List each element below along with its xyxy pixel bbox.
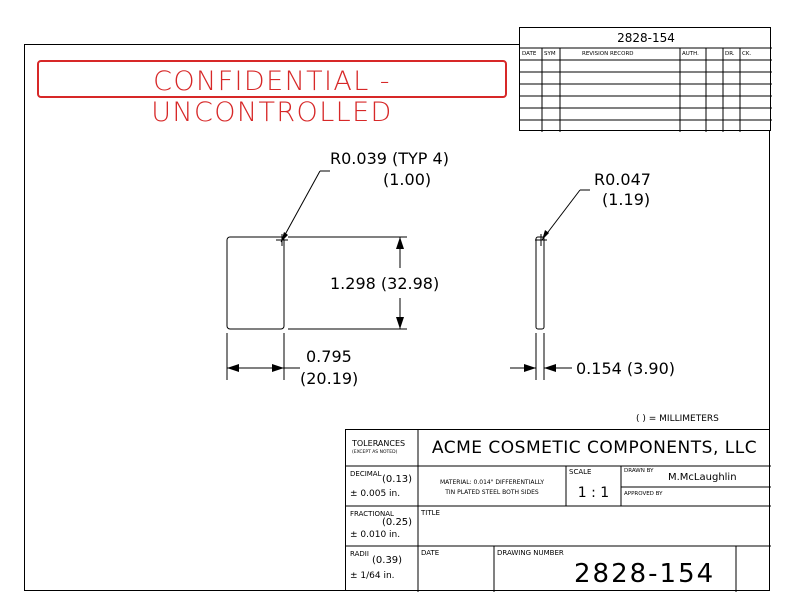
decimal-label: DECIMAL xyxy=(350,470,382,478)
drawing-number-label: DRAWING NUMBER xyxy=(497,549,564,557)
fractional-label: FRACTIONAL xyxy=(350,510,394,518)
edge-radius-mm-label: (1.19) xyxy=(602,190,651,209)
drawn-by-label: DRAWN BY xyxy=(624,468,654,474)
title-label: TITLE xyxy=(421,509,440,517)
company-name: ACME COSMETIC COMPONENTS, LLC xyxy=(431,438,758,458)
revision-header-sym: SYM xyxy=(544,51,556,57)
approved-by-label: APPROVED BY xyxy=(624,491,663,497)
tolerances-sub-label: (EXCEPT AS NOTED) xyxy=(352,450,398,455)
revision-header-date: DATE xyxy=(522,51,537,57)
date-label: DATE xyxy=(421,549,440,557)
side-view-outline xyxy=(535,236,545,330)
radii-in: ± 1/64 in. xyxy=(350,571,395,581)
corner-radius-label: R0.039 (TYP 4) xyxy=(330,149,449,168)
corner-radius-leader xyxy=(280,170,321,243)
edge-radius-leader xyxy=(541,189,581,241)
fractional-mm: (0.25) xyxy=(382,517,413,528)
width-dimension-label: 0.795 xyxy=(306,347,352,366)
revision-header-record: REVISION RECORD xyxy=(582,51,634,57)
drawing-number-value: 2828-154 xyxy=(574,559,716,589)
decimal-mm: (0.13) xyxy=(382,474,413,485)
material-line-1: MATERIAL: 0.014" DIFFERENTIALLY xyxy=(439,479,545,486)
radii-label: RADII xyxy=(350,550,369,558)
revision-record-block: 2828-154 DATE SYM REVISION RECORD AUTH. … xyxy=(519,27,772,132)
material-line-2: TIN PLATED STEEL BOTH SIDES xyxy=(445,489,539,496)
revision-header-ck: CK. xyxy=(742,51,752,57)
revision-header-auth: AUTH. xyxy=(682,51,699,57)
units-note: ( ) = MILLIMETERS xyxy=(636,414,719,424)
drawn-by-value: M.McLaughlin xyxy=(668,472,737,483)
thickness-dimension-label: 0.154 (3.90) xyxy=(576,359,675,378)
confidential-banner-text: CONFIDENTIAL - UNCONTROLLED xyxy=(151,66,393,128)
width-dimension-mm-label: (20.19) xyxy=(300,369,359,388)
corner-radius-mm-label: (1.00) xyxy=(383,170,432,189)
radii-mm: (0.39) xyxy=(372,555,403,566)
edge-radius-label: R0.047 xyxy=(594,170,651,189)
revision-drawing-number: 2828-154 xyxy=(617,31,675,45)
scale-label: SCALE xyxy=(569,468,592,476)
scale-value: 1 : 1 xyxy=(577,485,610,501)
tolerances-label: TOLERANCES xyxy=(352,439,406,448)
front-view-outline xyxy=(226,236,285,330)
confidential-banner: CONFIDENTIAL - UNCONTROLLED xyxy=(37,60,507,128)
title-block: TOLERANCES (EXCEPT AS NOTED) DECIMAL (0.… xyxy=(345,429,771,592)
height-dimension-label: 1.298 (32.98) xyxy=(330,274,440,293)
revision-header-dr: DR. xyxy=(725,51,735,57)
fractional-in: ± 0.010 in. xyxy=(350,530,401,540)
decimal-in: ± 0.005 in. xyxy=(350,489,401,499)
